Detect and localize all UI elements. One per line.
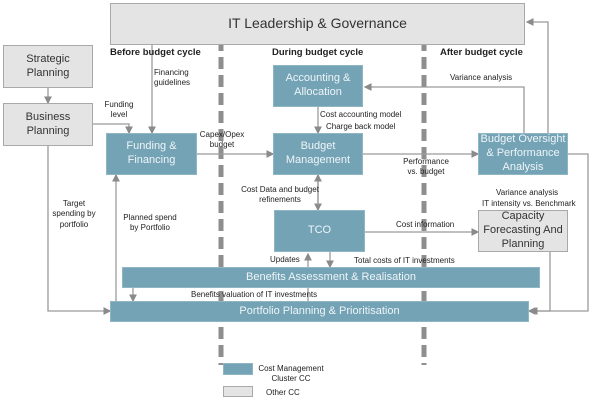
header-during-budget-cycle: During budget cycle <box>272 47 364 58</box>
box-label: Accounting & Allocation <box>285 72 351 98</box>
label-financing-guidelines: Financing guidelines <box>154 68 191 88</box>
label-capex-opex: Capex/Opex budget <box>199 130 245 150</box>
label-cost-data-refinements: Cost Data and budget refinements <box>241 185 319 205</box>
legend-label-other: Other CC <box>266 388 300 397</box>
label-performance-vs-budget: Performance vs. budget <box>403 157 449 177</box>
label-funding-level: Funding level <box>104 100 134 120</box>
strategic-planning-box: Strategic Planning <box>3 45 93 88</box>
label-updates: Updates <box>270 255 300 264</box>
tco-box: TCO <box>274 210 365 252</box>
box-label: Portfolio Planning & Prioritisation <box>239 304 400 317</box>
box-label: Budget Management <box>285 140 351 166</box>
box-label: Funding & Financing <box>126 140 177 166</box>
label-variance-analysis-top: Variance analysis <box>450 73 513 82</box>
box-label: Budget Oversight & Performance Analysis <box>480 133 566 173</box>
label-planned-spend: Planned spend by Portfolio <box>123 213 177 233</box>
legend-swatch-cost-management <box>223 363 253 375</box>
box-label: Business Planning <box>25 110 71 137</box>
box-label: Capacity Forecasting And Planning <box>483 210 563 250</box>
box-label: TCO <box>307 224 332 237</box>
capacity-forecasting-box: Capacity Forecasting And Planning <box>478 210 568 252</box>
it-leadership-governance-box: IT Leadership & Governance <box>110 3 525 45</box>
header-after-budget-cycle: After budget cycle <box>440 47 523 58</box>
label-target-spending: Target spending by portfolio <box>52 199 96 229</box>
budget-oversight-box: Budget Oversight & Performance Analysis <box>478 133 568 175</box>
legend-label-cost-management: Cost Management Cluster CC <box>258 364 324 384</box>
box-label: IT Leadership & Governance <box>228 15 407 32</box>
header-before-budget-cycle: Before budget cycle <box>110 47 201 58</box>
label-benefits-valuation: Benefits valuation of IT investments <box>191 290 318 299</box>
label-charge-back-model: Charge back model <box>326 122 396 131</box>
business-planning-box: Business Planning <box>3 103 93 146</box>
funding-financing-box: Funding & Financing <box>106 133 197 175</box>
label-total-costs: Total costs of IT investments <box>354 256 455 265</box>
box-label: Strategic Planning <box>26 52 70 79</box>
accounting-allocation-box: Accounting & Allocation <box>273 65 363 107</box>
phase-dividers <box>218 3 427 365</box>
benefits-assessment-box: Benefits Assessment & Realisation <box>122 267 540 288</box>
legend-swatch-other <box>223 386 253 397</box>
portfolio-planning-box: Portfolio Planning & Prioritisation <box>110 301 529 322</box>
label-cost-information: Cost information <box>396 220 455 229</box>
label-variance-analysis-mid: Variance analysis <box>496 188 559 197</box>
box-label: Benefits Assessment & Realisation <box>246 270 416 283</box>
label-cost-accounting-model: Cost accounting model <box>320 110 402 119</box>
label-it-intensity: IT intensity vs. Benchmark <box>482 199 576 208</box>
budget-management-box: Budget Management <box>273 133 363 175</box>
